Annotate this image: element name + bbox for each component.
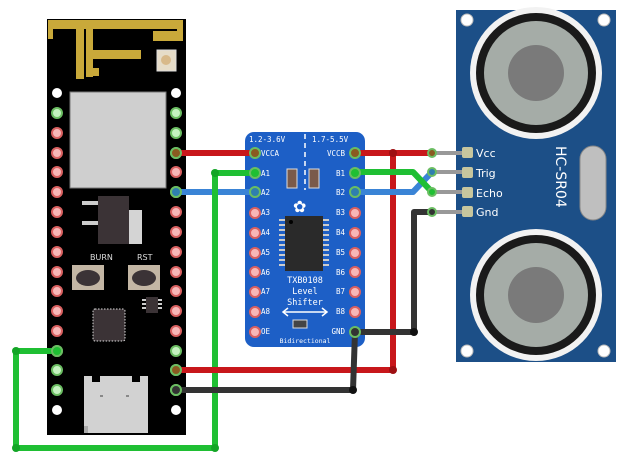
pin-label-oe: OE <box>261 327 271 336</box>
connected-pins <box>51 147 437 396</box>
wire-b2-blue[interactable] <box>352 169 435 195</box>
transducer-bottom-icon <box>470 229 602 361</box>
pin-label-b1: B1 <box>336 169 345 178</box>
pin-label-a6: A6 <box>261 268 271 277</box>
wire-a1-green[interactable] <box>13 170 258 451</box>
usb-c-connector[interactable] <box>84 376 148 433</box>
small-ic <box>146 297 158 313</box>
pin-label-a7: A7 <box>261 287 270 296</box>
pin-label-a8: A8 <box>261 307 271 316</box>
level-shifter-left-pins <box>249 207 261 338</box>
pin-label-a3: A3 <box>261 208 270 217</box>
level-label: Level <box>292 287 318 297</box>
bidirectional-arrow-icon <box>281 307 329 317</box>
sensor-pin-vcc: Vcc <box>476 147 496 160</box>
adafruit-flower-icon: ✿ <box>293 197 306 216</box>
rst-button[interactable] <box>128 265 160 290</box>
wire-gnd-black[interactable] <box>352 209 435 335</box>
wire-junctions <box>12 149 418 452</box>
hc-sr04-sensor: HC-SR04 Vcc Trig Echo Gnd <box>430 7 616 362</box>
voltage-b-label: 1.7-5.5V <box>312 135 349 144</box>
chip-label: TXB0108 <box>287 276 323 286</box>
pin-label-vcca: VCCA <box>261 149 280 158</box>
shifter-label: Shifter <box>287 298 323 308</box>
bidirectional-label: Bidirectional <box>280 337 331 345</box>
sensor-name: HC-SR04 <box>552 146 568 208</box>
level-shifter-right-pins <box>349 207 361 318</box>
rst-button-label: RST <box>137 253 153 262</box>
pin-label-a4: A4 <box>261 228 271 237</box>
rf-module-shield <box>69 91 167 189</box>
crystal-oscillator <box>579 145 607 221</box>
pin-label-b8: B8 <box>336 307 346 316</box>
transducer-top-icon <box>470 7 602 139</box>
antenna-icon <box>48 20 183 79</box>
sensor-pins <box>462 147 473 217</box>
pin-label-b6: B6 <box>336 268 346 277</box>
pin-label-a5: A5 <box>261 248 270 257</box>
pin-label-b5: B5 <box>336 248 345 257</box>
txb0108-chip <box>285 216 323 271</box>
burn-button-label: BURN <box>90 253 113 262</box>
sensor-pin-echo: Echo <box>476 187 503 200</box>
sensor-pin-gnd: Gnd <box>476 206 498 219</box>
pin-label-a1: A1 <box>261 169 270 178</box>
mcu-board: BURN RST <box>47 19 186 435</box>
pin-label-b7: B7 <box>336 287 345 296</box>
pin-label-vccb: VCCB <box>327 149 346 158</box>
voltage-regulator <box>98 196 129 244</box>
pin-label-a2: A2 <box>261 188 270 197</box>
pin-label-b4: B4 <box>336 228 346 237</box>
level-shifter-board: 1.2-3.6V 1.7-5.5V ✿ TXB0108 Level Shifte… <box>245 132 365 347</box>
pin-label-gnd: GND <box>331 327 345 336</box>
sensor-pin-trig: Trig <box>475 167 496 180</box>
microcontroller-chip <box>92 308 126 342</box>
voltage-a-label: 1.2-3.6V <box>249 135 286 144</box>
burn-button[interactable] <box>72 265 104 290</box>
wire-b1-green[interactable] <box>352 169 435 195</box>
pin-label-b2: B2 <box>336 188 345 197</box>
pin-label-b3: B3 <box>336 208 345 217</box>
mcu-left-pins <box>51 88 63 415</box>
